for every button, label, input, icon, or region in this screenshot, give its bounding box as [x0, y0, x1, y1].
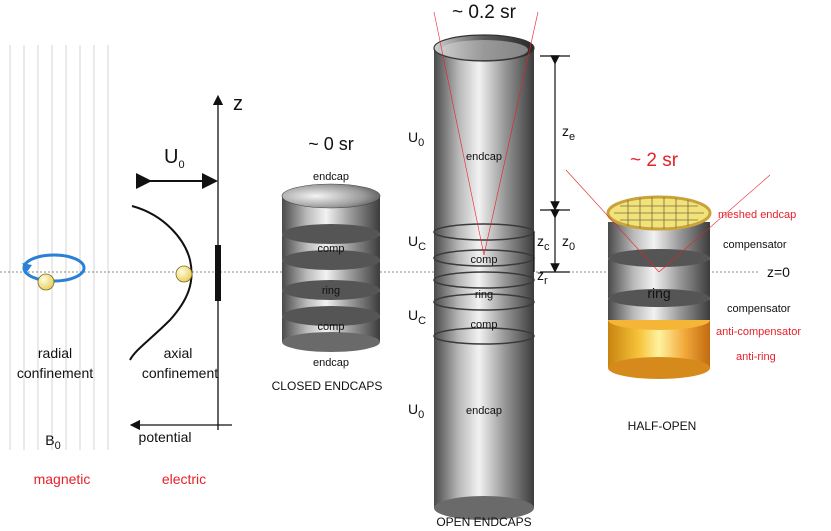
electric-label: electric [162, 471, 206, 487]
u0-label: U0 [164, 146, 185, 171]
magnetic-field-lines [9, 45, 109, 450]
open-comp-bottom-label: comp [471, 319, 498, 331]
open-u0-bottom-label: U0 [408, 401, 424, 421]
radial-orbit-icon [22, 253, 86, 283]
closed-endcap-bottom-label: endcap [313, 357, 349, 369]
open-solid-angle: ~ 0.2 sr [452, 2, 517, 23]
z-zero-label: z=0 [767, 264, 790, 280]
closed-endcap-top-label: endcap [313, 171, 349, 183]
open-comp-top-label: comp [471, 254, 498, 266]
closed-comp-bottom-label: comp [318, 321, 345, 333]
potential-label: potential [139, 429, 192, 445]
anti-ring-label: anti-ring [736, 351, 776, 363]
orbit-arrow-icon [22, 263, 32, 272]
z-axis-label: z [233, 93, 243, 115]
zr-label: zr [537, 267, 548, 287]
potential-well-curve [129, 205, 193, 361]
open-ring-label: ring [475, 289, 493, 301]
zc-label: zc [537, 233, 550, 253]
ion-radial-icon [37, 273, 55, 291]
closed-ring-label: ring [322, 285, 340, 297]
closed-endcaps-trap [281, 183, 381, 352]
half-open-caption: HALF-OPEN [628, 419, 697, 433]
ze-label: ze [562, 123, 575, 143]
compensator-bottom-label: compensator [727, 303, 791, 315]
half-open-trap [565, 169, 771, 379]
open-endcap-bottom-label: endcap [466, 405, 502, 417]
closed-solid-angle: ~ 0 sr [308, 134, 354, 154]
radial-confinement-label: confinement [17, 365, 93, 381]
open-u0-top-label: U0 [408, 129, 424, 149]
magnetic-label: magnetic [34, 471, 91, 487]
open-caption: OPEN ENDCAPS [436, 515, 531, 529]
open-endcap-top-label: endcap [466, 151, 502, 163]
z0-label: z0 [562, 233, 575, 253]
closed-caption: CLOSED ENDCAPS [272, 379, 383, 393]
b0-label: B0 [45, 432, 60, 452]
dimension-arrows [533, 55, 570, 273]
open-uc-top-label: UC [408, 233, 426, 253]
closed-comp-top-label: comp [318, 243, 345, 255]
trap-center-bar [215, 245, 221, 301]
anti-compensator-label: anti-compensator [716, 326, 801, 338]
open-endcaps-trap [433, 11, 539, 520]
radial-label: radial [38, 345, 72, 361]
axial-label: axial [164, 345, 193, 361]
half-open-ring-label: ring [647, 285, 670, 301]
ion-axial-icon [175, 265, 193, 283]
meshed-endcap-label: meshed endcap [718, 209, 796, 221]
compensator-top-label: compensator [723, 239, 787, 251]
axial-confinement-label: confinement [142, 365, 218, 381]
half-open-solid-angle: ~ 2 sr [630, 150, 679, 171]
open-uc-bottom-label: UC [408, 307, 426, 327]
